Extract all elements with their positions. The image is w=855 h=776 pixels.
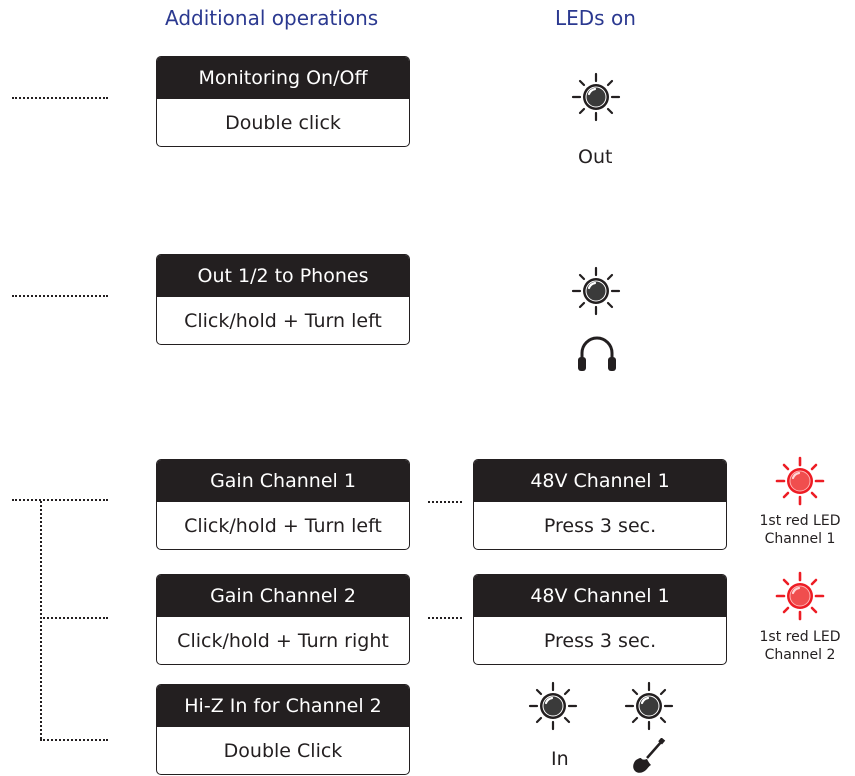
operation-action: Click/hold + Turn left: [184, 309, 382, 332]
sub-operation-action: Press 3 sec.: [543, 629, 657, 652]
connector-dots: [12, 499, 108, 501]
red-led-knob-icon: [775, 456, 825, 506]
additional-operations-header: Additional operations: [165, 6, 379, 30]
sub-operation-action: Press 3 sec.: [543, 514, 657, 537]
operation-title: Out 1/2 to Phones: [157, 255, 409, 297]
red-led-knob-icon: [775, 571, 825, 621]
operation-title: Gain Channel 2: [157, 575, 409, 617]
led-label-channel-1: 1st red LED Channel 1: [740, 512, 855, 548]
operation-action: Click/hold + Turn left: [184, 514, 382, 537]
operation-title: Hi-Z In for Channel 2: [157, 685, 409, 727]
connector-dots: [40, 617, 108, 619]
led-label-in: In: [551, 748, 569, 770]
led-label-line1: 1st red LED: [759, 629, 841, 645]
operation-action: Click/hold + Turn right: [177, 629, 389, 652]
guitar-icon: [633, 738, 666, 773]
operation-title: Monitoring On/Off: [157, 57, 409, 99]
phones-box: Out 1/2 to Phones Click/hold + Turn left: [156, 254, 410, 345]
hi-z-in-box: Hi-Z In for Channel 2 Double Click: [156, 684, 410, 775]
led-label-line2: Channel 1: [764, 531, 836, 547]
connector-dots: [12, 295, 108, 297]
operation-title: Gain Channel 1: [157, 460, 409, 502]
connector-dots: [428, 617, 462, 619]
gain-channel-1-box: Gain Channel 1 Click/hold + Turn left: [156, 459, 410, 550]
connector-dots: [428, 501, 462, 503]
bracket-dots: [40, 501, 42, 739]
led-label-line2: Channel 2: [764, 647, 836, 663]
knob-led-icon: [571, 266, 621, 316]
monitoring-box: Monitoring On/Off Double click: [156, 56, 410, 147]
connector-dots: [40, 739, 108, 741]
48v-channel-2-box: 48V Channel 1 Press 3 sec.: [473, 574, 727, 665]
knob-led-icon: [571, 72, 621, 122]
connector-dots: [12, 97, 108, 99]
knob-led-icon: [528, 681, 578, 731]
led-label-out: Out: [578, 146, 613, 168]
headphones-icon: [578, 336, 616, 371]
led-label-line1: 1st red LED: [759, 513, 841, 529]
gain-channel-2-box: Gain Channel 2 Click/hold + Turn right: [156, 574, 410, 665]
operation-action: Double click: [225, 111, 341, 134]
sub-operation-title: 48V Channel 1: [474, 460, 726, 502]
operation-action: Double Click: [223, 739, 343, 762]
sub-operation-title: 48V Channel 1: [474, 575, 726, 617]
leds-on-header: LEDs on: [555, 6, 636, 30]
led-label-channel-2: 1st red LED Channel 2: [740, 628, 855, 664]
48v-channel-1-box: 48V Channel 1 Press 3 sec.: [473, 459, 727, 550]
knob-led-icon: [624, 681, 674, 731]
